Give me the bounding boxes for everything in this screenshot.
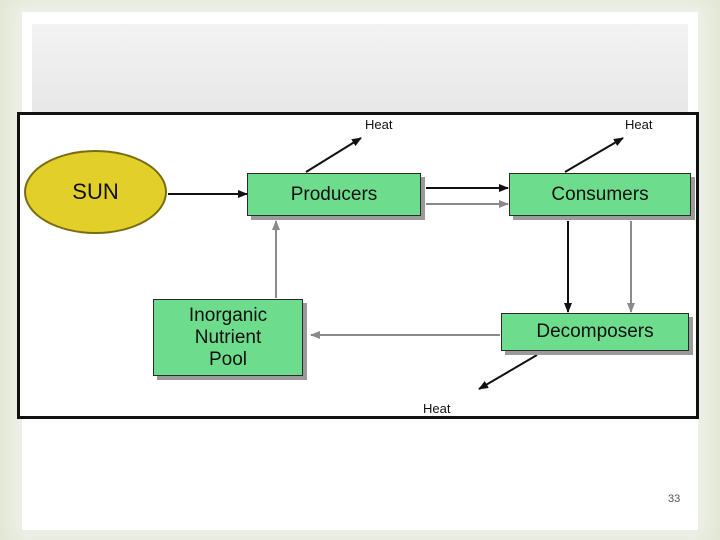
pool-label: Inorganic Nutrient Pool <box>188 304 268 370</box>
arrow-producers-heat <box>305 137 362 173</box>
sun-node: SUN <box>24 150 167 234</box>
decomposers-node: Decomposers <box>501 313 689 351</box>
inorganic-nutrient-pool-node: Inorganic Nutrient Pool <box>153 299 303 376</box>
arrow-decomposers-heat <box>478 354 538 390</box>
page-number: 33 <box>668 493 681 505</box>
arrow-consumers-heat <box>564 137 624 173</box>
consumers-label: Consumers <box>551 183 649 205</box>
heat-label-producers: Heat <box>365 117 393 132</box>
sun-label: SUN <box>72 179 119 204</box>
producers-label: Producers <box>290 183 378 205</box>
producers-node: Producers <box>247 173 421 216</box>
heat-label-decomposers: Heat <box>423 401 451 416</box>
consumers-node: Consumers <box>509 173 691 216</box>
title-band <box>32 24 688 124</box>
nutrient-energy-flow-diagram: SUN Producers Consumers Decomposers Inor… <box>17 112 699 419</box>
decomposers-label: Decomposers <box>536 321 654 342</box>
arrows-layer <box>168 137 635 390</box>
heat-label-consumers: Heat <box>625 117 653 132</box>
